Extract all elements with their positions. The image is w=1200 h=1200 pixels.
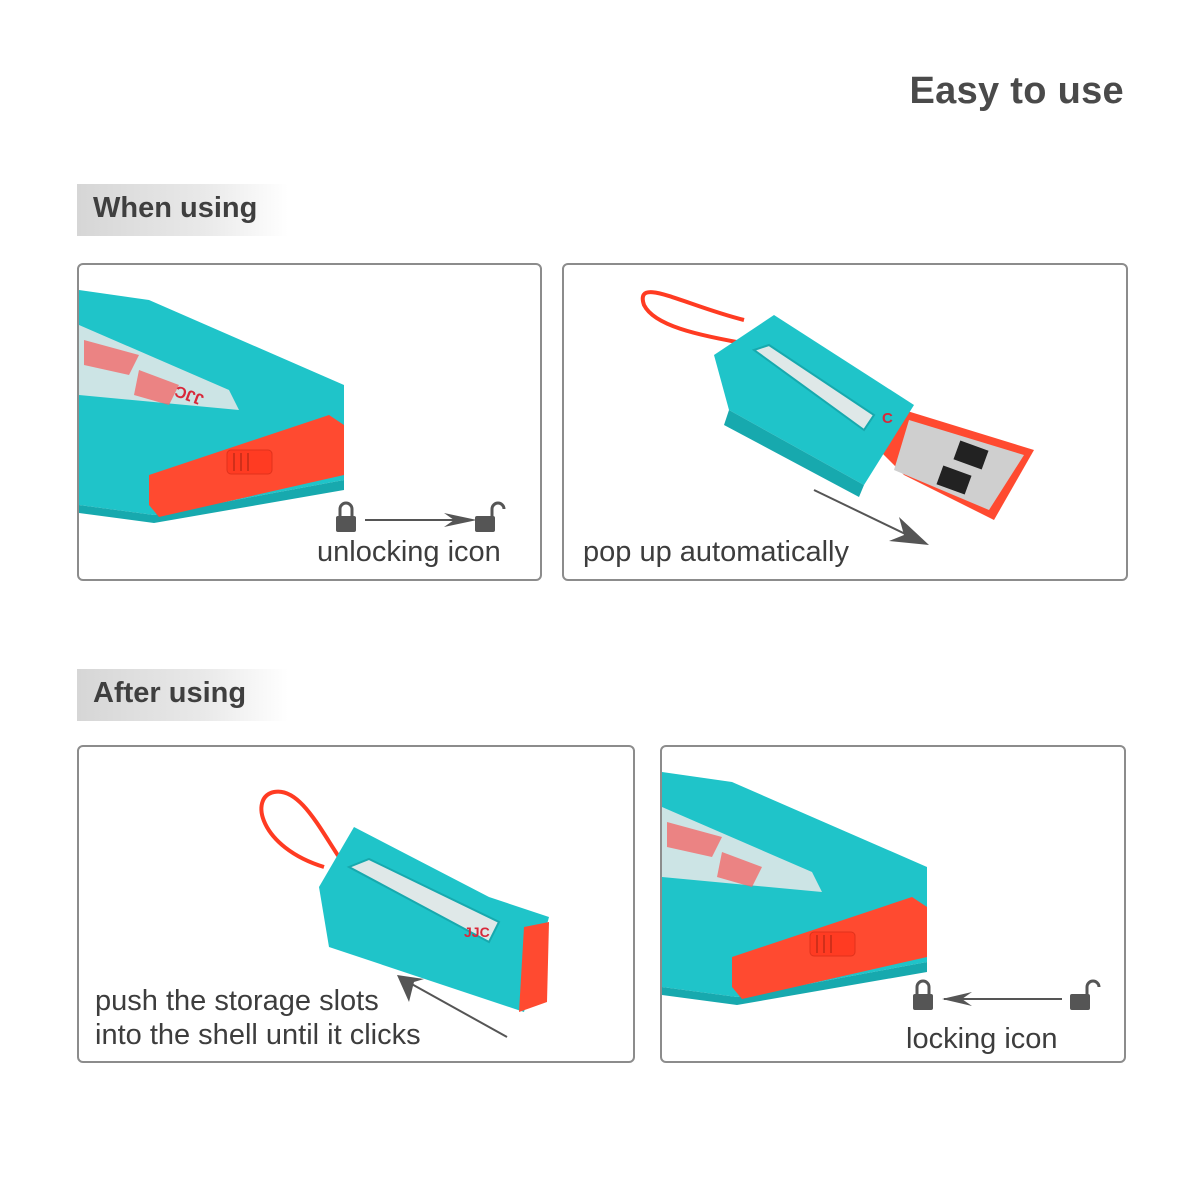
page-title: Easy to use (909, 70, 1124, 112)
caption-push-line2: into the shell until it clicks (95, 1019, 421, 1051)
product-image-closed-case: JJC (79, 290, 344, 523)
section-label-text: After using (93, 677, 247, 709)
arrow-right-icon (365, 513, 477, 527)
product-image-open-case: C (640, 290, 1034, 520)
caption-locking-icon: locking icon (906, 1023, 1058, 1055)
lock-closed-icon (913, 979, 933, 1010)
arrow-down-right-icon (813, 489, 929, 545)
lock-closed-icon (336, 501, 356, 532)
panel-pop-up: C pop up automatically (562, 263, 1128, 581)
arrow-left-icon (942, 992, 1062, 1006)
unlocking-icon-group (336, 501, 506, 532)
product-image-closed-case-locked (662, 772, 927, 1005)
lock-open-icon (475, 501, 506, 532)
caption-push-line1: push the storage slots (95, 985, 379, 1017)
arrow-up-left-icon (397, 975, 508, 1038)
section-label-after-using: After using (77, 669, 288, 721)
panel-push-slots: JJC push the storage slots into the shel… (77, 745, 635, 1063)
panel-unlocking: JJC unlocking icon (77, 263, 542, 581)
caption-pop-up: pop up automatically (583, 536, 849, 568)
section-label-text: When using (93, 192, 258, 224)
locking-icon-group (913, 979, 1101, 1010)
svg-text:C: C (882, 410, 893, 427)
lock-open-icon (1070, 979, 1101, 1010)
svg-text:JJC: JJC (464, 924, 490, 940)
product-image-closing-case: JJC (259, 789, 549, 1012)
section-label-when-using: When using (77, 184, 288, 236)
caption-unlocking-icon: unlocking icon (317, 536, 501, 568)
panel-locking: locking icon (660, 745, 1126, 1063)
